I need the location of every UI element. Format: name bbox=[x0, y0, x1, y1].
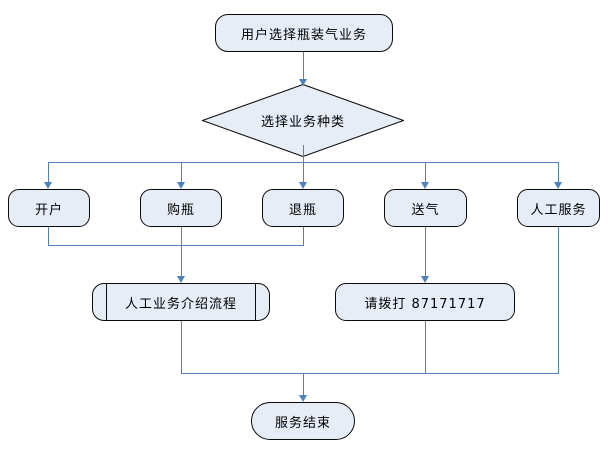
connector-line bbox=[181, 227, 182, 276]
node-start: 用户选择瓶装气业务 bbox=[215, 14, 393, 52]
connector-line bbox=[425, 162, 426, 182]
arrowhead-down-icon bbox=[177, 276, 185, 283]
arrowhead-down-icon bbox=[299, 395, 307, 402]
arrowhead-down-icon bbox=[299, 79, 307, 86]
arrowhead-down-icon bbox=[554, 182, 562, 189]
connector-line bbox=[181, 373, 559, 374]
connector-line bbox=[48, 162, 49, 182]
node-decision-label: 选择业务种类 bbox=[260, 115, 345, 130]
node-deliver-gas: 送气 bbox=[384, 189, 467, 227]
connector-line bbox=[303, 52, 304, 80]
node-buy-bottle: 购瓶 bbox=[140, 189, 222, 227]
connector-line bbox=[558, 162, 559, 182]
node-manual-service: 人工服务 bbox=[517, 189, 600, 227]
connector-line bbox=[425, 321, 426, 374]
arrowhead-down-icon bbox=[421, 276, 429, 283]
connector-line bbox=[48, 162, 559, 163]
node-end: 服务结束 bbox=[251, 402, 355, 440]
connector-line bbox=[181, 162, 182, 182]
arrowhead-down-icon bbox=[44, 182, 52, 189]
arrowhead-down-icon bbox=[299, 182, 307, 189]
connector-line bbox=[303, 373, 304, 395]
node-manual-intro: 人工业务介绍流程 bbox=[92, 283, 270, 321]
connector-line bbox=[48, 245, 304, 246]
connector-line bbox=[303, 227, 304, 246]
node-return-bottle: 退瓶 bbox=[262, 189, 344, 227]
arrowhead-down-icon bbox=[421, 182, 429, 189]
node-call-number: 请拨打 87171717 bbox=[335, 283, 515, 321]
connector-line bbox=[48, 227, 49, 246]
connector-line bbox=[303, 145, 304, 182]
node-open-account: 开户 bbox=[8, 189, 90, 227]
arrowhead-down-icon bbox=[177, 182, 185, 189]
connector-line bbox=[558, 227, 559, 374]
connector-line bbox=[425, 227, 426, 276]
connector-line bbox=[181, 321, 182, 374]
